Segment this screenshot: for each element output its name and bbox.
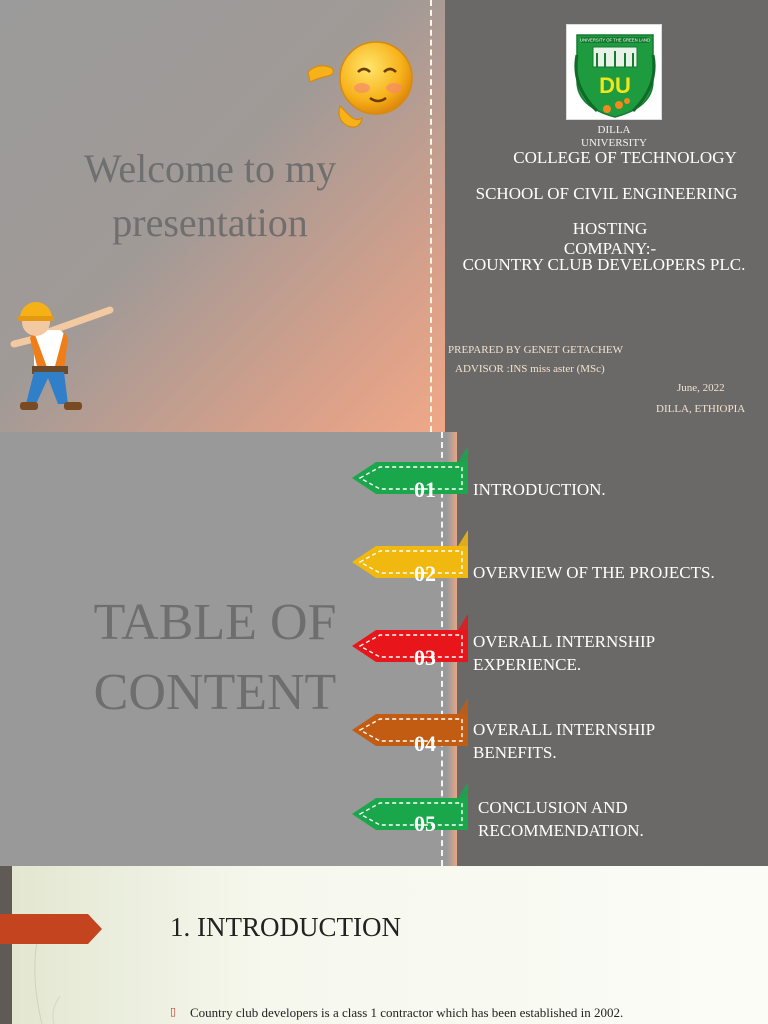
presentation-date: June, 2022 <box>677 382 725 394</box>
arrow-tag-icon <box>352 530 468 578</box>
toc-right-panel <box>457 432 768 866</box>
bullet-marker-icon: ▯ <box>170 1006 177 1018</box>
toc-item[interactable]: 01 INTRODUCTION. <box>0 444 768 504</box>
title-arrow-icon <box>0 914 102 944</box>
toc-item-number: 01 <box>414 477 436 502</box>
toc-item[interactable]: 03 OVERALL INTERNSHIP EXPERIENCE. <box>0 612 768 674</box>
introduction-slide: 1. INTRODUCTION ▯ Country club developer… <box>0 866 768 1024</box>
arrow-tag-icon <box>352 782 468 830</box>
toc-item-label: OVERVIEW OF THE PROJECTS. <box>473 563 715 582</box>
advisor: ADVISOR :INS miss aster (MSc) <box>455 363 605 375</box>
toc-item-label: OVERALL INTERNSHIP BENEFITS. <box>473 720 655 762</box>
prepared-by: PREPARED BY GENET GETACHEW <box>448 344 624 356</box>
logo-text: DU <box>599 73 631 98</box>
presentation-location: DILLA, ETHIOPIA <box>656 403 746 415</box>
toc-item-label: INTRODUCTION. <box>473 480 606 499</box>
construction-worker-icon <box>8 292 118 416</box>
arrow-tag-icon <box>352 698 468 746</box>
table-of-content-slide: TABLE OF CONTENT 01 INTRODUCTION. 02 OVE… <box>0 432 768 866</box>
slide-title: 1. INTRODUCTION <box>170 912 401 942</box>
toc-item[interactable]: 04 OVERALL INTERNSHIP BENEFITS. <box>0 696 768 762</box>
welcome-heading: Welcome to my presentation <box>83 146 337 245</box>
university-logo: DU UNIVERSITY OF THE GREEN LAND <box>566 24 662 120</box>
bullet-text: Country club developers is a class 1 con… <box>190 1005 624 1020</box>
left-accent-strip <box>0 866 12 1024</box>
decorative-lines <box>34 936 61 1024</box>
toc-item[interactable]: 05 CONCLUSION AND RECOMMENDATION. <box>0 780 768 840</box>
hosting-company-label: HOSTING COMPANY:- <box>563 219 657 258</box>
college-name: COLLEGE OF TECHNOLOGY <box>513 148 737 167</box>
title-slide: Welcome to my presentation <box>0 0 768 432</box>
toc-item-number: 02 <box>414 561 436 586</box>
university-name: DILLA UNIVERSITY <box>581 124 647 149</box>
toc-item[interactable]: 02 OVERVIEW OF THE PROJECTS. <box>0 528 768 588</box>
toc-title: TABLE OF CONTENT <box>93 594 337 721</box>
school-name: SCHOOL OF CIVIL ENGINEERING <box>475 184 738 203</box>
toc-item-label: OVERALL INTERNSHIP EXPERIENCE. <box>473 632 655 674</box>
toc-item-number: 05 <box>414 811 436 836</box>
blushing-emoji-icon <box>300 36 420 136</box>
arrow-tag-icon <box>352 614 468 662</box>
dashed-divider <box>430 0 432 432</box>
company-name: COUNTRY CLUB DEVELOPERS PLC. <box>462 255 746 274</box>
logo-arc-text: UNIVERSITY OF THE GREEN LAND <box>580 38 650 43</box>
arrow-tag-icon <box>352 446 468 494</box>
toc-item-number: 03 <box>414 645 436 670</box>
toc-item-number: 04 <box>414 731 436 756</box>
toc-item-label: CONCLUSION AND RECOMMENDATION. <box>478 798 644 840</box>
